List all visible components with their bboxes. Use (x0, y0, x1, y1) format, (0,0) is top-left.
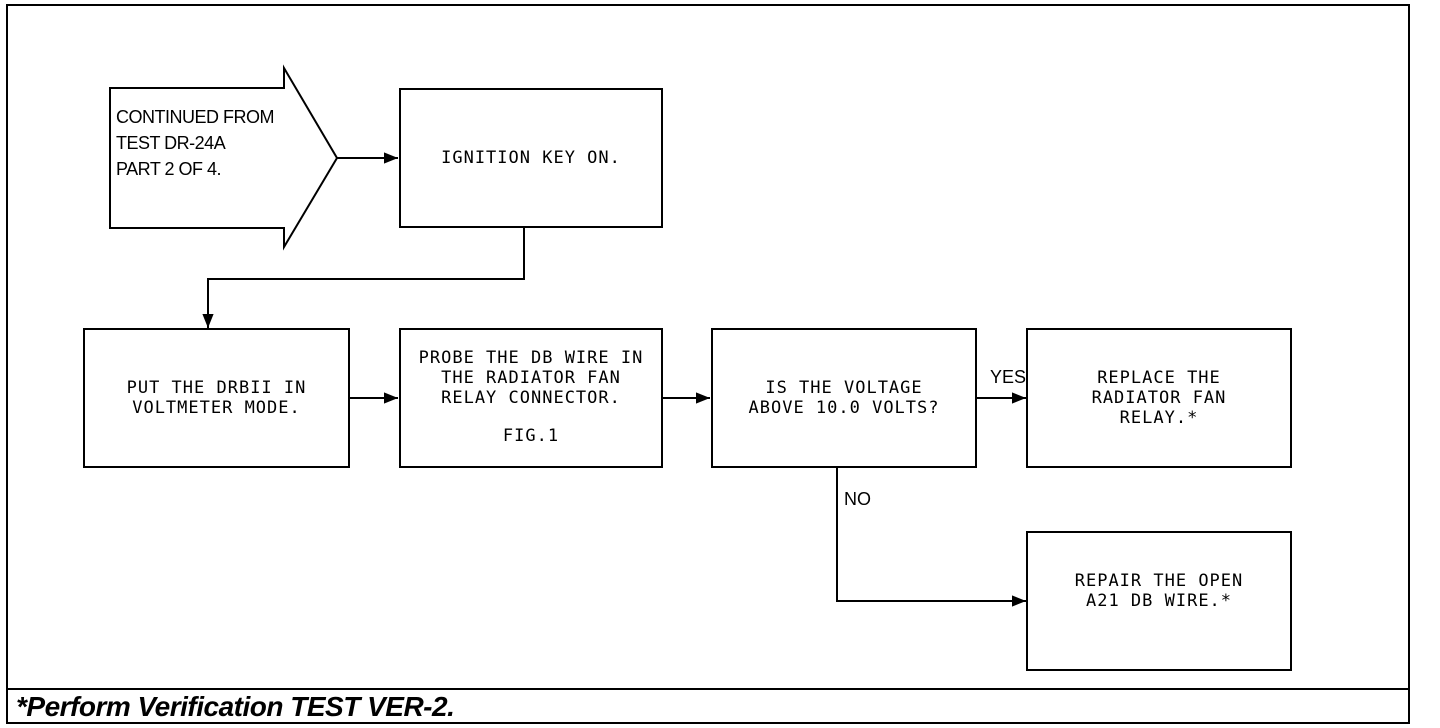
ignition-box-text: IGNITION KEY ON. (441, 148, 621, 168)
diagram-frame (6, 4, 1410, 724)
arrow-no-to-repair (836, 468, 1026, 607)
arrow-ignition-to-drbii (202, 228, 525, 328)
footer-note: *Perform Verification TEST VER-2. (16, 691, 455, 722)
start-arrow-text: CONTINUED FROM TEST DR-24A PART 2 OF 4. (116, 107, 275, 179)
yes-label: YES (990, 367, 1027, 387)
drbii-box-text: PUT THE DRBII IN VOLTMETER MODE. (126, 378, 307, 418)
ignition-box: IGNITION KEY ON. (399, 88, 663, 228)
probe-fig-label: FIG.1 (502, 426, 560, 446)
replace-relay-box: REPLACE THE RADIATOR FAN RELAY.* (1026, 328, 1292, 468)
voltage-question-text: IS THE VOLTAGE ABOVE 10.0 VOLTS? (748, 378, 940, 418)
no-label: NO (844, 489, 871, 509)
probe-box: PROBE THE DB WIRE IN THE RADIATOR FAN RE… (399, 328, 663, 468)
repair-wire-text: REPAIR THE OPEN A21 DB WIRE.* (1074, 571, 1244, 611)
probe-box-text: PROBE THE DB WIRE IN THE RADIATOR FAN RE… (418, 348, 644, 408)
start-arrow-shape (109, 64, 339, 251)
replace-relay-text: REPLACE THE RADIATOR FAN RELAY.* (1091, 368, 1227, 428)
voltage-question-box: IS THE VOLTAGE ABOVE 10.0 VOLTS? (711, 328, 977, 468)
repair-wire-box: REPAIR THE OPEN A21 DB WIRE.* (1026, 531, 1292, 671)
footer-divider (6, 688, 1410, 690)
drbii-box: PUT THE DRBII IN VOLTMETER MODE. (83, 328, 350, 468)
